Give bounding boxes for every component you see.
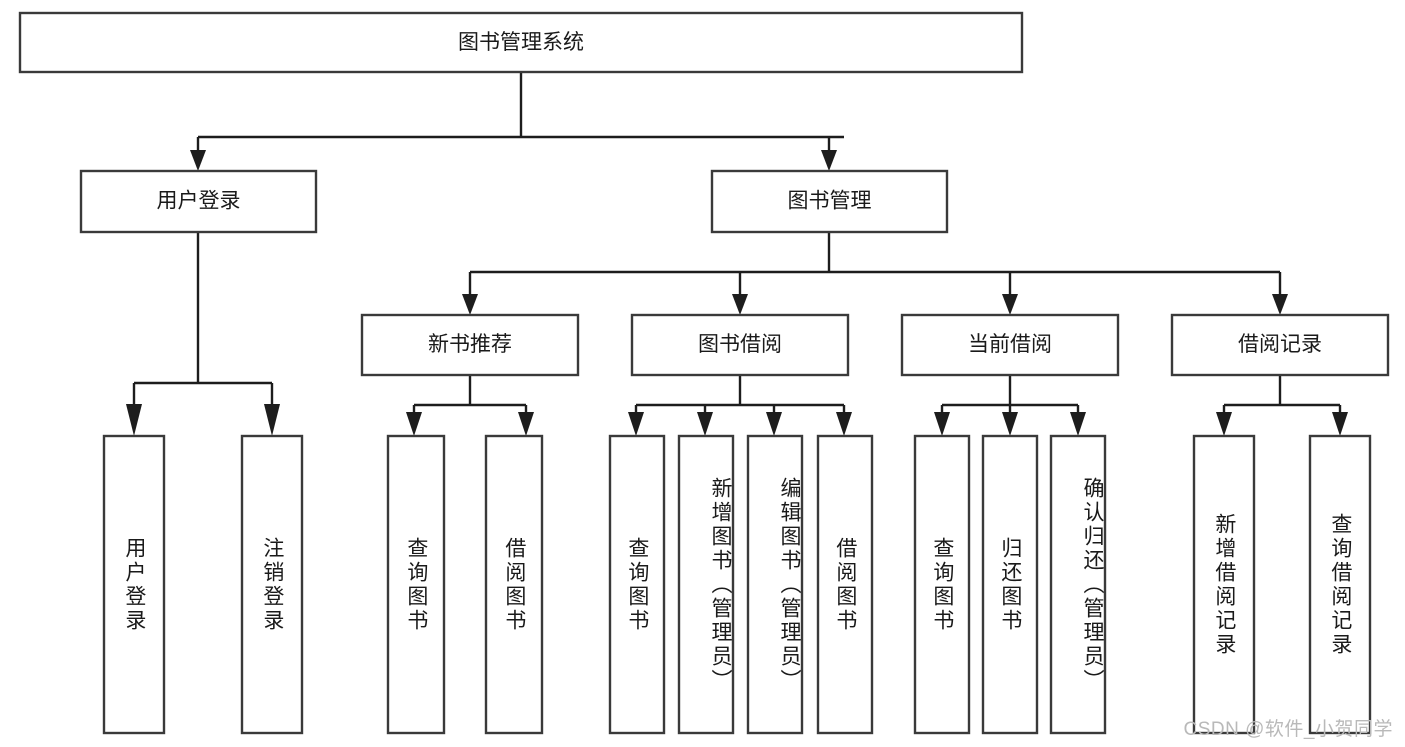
leaf-label-borrow-book-b: 借阅图书 [833, 536, 857, 633]
connector-group-user-login [126, 232, 280, 436]
node-new-book-recommend-box[interactable] [360, 313, 580, 377]
arrow-head-to-leaf-edit-book [766, 412, 782, 436]
arrow-head-to-leaf-query-book-a [406, 412, 422, 436]
node-current-borrow-box[interactable] [900, 313, 1120, 377]
node-book-management[interactable]: 图书管理 [710, 169, 949, 234]
node-user-login[interactable]: 用户登录 [79, 169, 318, 234]
node-borrow-record[interactable]: 借阅记录 [1170, 313, 1390, 377]
leaf-label-query-book-a: 查询图书 [404, 536, 428, 633]
leaf-label-user-login: 用户登录 [122, 536, 146, 633]
node-root-system-label: 图书管理系统 [458, 31, 584, 54]
leaf-box-edit-book[interactable] [746, 434, 804, 735]
connector-group-borrow-record [1216, 375, 1348, 436]
node-user-login-box[interactable] [79, 169, 318, 234]
leaf-label-query-record: 查询借阅记录 [1328, 512, 1352, 657]
arrow-head-to-current-borrow [1002, 294, 1018, 315]
arrow-head-to-borrow-record [1272, 294, 1288, 315]
leaf-box-query-book-b[interactable] [608, 434, 666, 735]
arrow-head-to-leaf-confirm-return [1070, 412, 1086, 436]
leaf-label-borrow-book-a: 借阅图书 [502, 536, 526, 633]
arrow-head-to-leaf-query-record [1332, 412, 1348, 436]
leaf-label-logout: 注销登录 [260, 536, 284, 633]
leaf-label-confirm-return: 确认归还（管理员） [1081, 476, 1104, 693]
connector-group-root [190, 72, 844, 171]
leaf-box-query-record[interactable] [1308, 434, 1372, 735]
leaf-label-query-book-b: 查询图书 [625, 536, 649, 633]
leaf-label-query-book-c: 查询图书 [930, 536, 954, 633]
arrow-head-to-user-login [190, 150, 206, 171]
node-root-system[interactable]: 图书管理系统 [18, 11, 1024, 74]
arrow-head-to-leaf-add-record [1216, 412, 1232, 436]
leaf-box-group [102, 434, 1372, 735]
leaf-box-user-login[interactable] [102, 434, 166, 735]
node-book-management-box[interactable] [710, 169, 949, 234]
leaf-box-add-record[interactable] [1192, 434, 1256, 735]
connector-group-book-management [462, 232, 1288, 315]
node-book-borrow-box[interactable] [630, 313, 850, 377]
node-borrow-record-box[interactable] [1170, 313, 1390, 377]
node-book-borrow[interactable]: 图书借阅 [630, 313, 850, 377]
leaf-box-confirm-return[interactable] [1049, 434, 1107, 735]
arrow-head-to-leaf-user-login [126, 404, 142, 436]
leaf-label-add-record: 新增借阅记录 [1212, 512, 1236, 657]
leaf-box-query-book-a[interactable] [386, 434, 446, 735]
node-user-login-label: 用户登录 [157, 190, 241, 213]
node-current-borrow-label: 当前借阅 [968, 333, 1052, 356]
node-current-borrow[interactable]: 当前借阅 [900, 313, 1120, 377]
leaf-box-logout[interactable] [240, 434, 304, 735]
arrow-head-to-leaf-query-book-b [628, 412, 644, 436]
leaf-label-add-book: 新增图书（管理员） [709, 476, 732, 693]
leaf-label-return-book: 归还图书 [998, 536, 1022, 633]
node-book-borrow-label: 图书借阅 [698, 333, 782, 356]
node-borrow-record-label: 借阅记录 [1238, 333, 1322, 356]
connector-group-book-borrow [628, 375, 852, 436]
arrow-head-to-leaf-borrow-book-a [518, 412, 534, 436]
arrow-head-to-book-borrow [732, 294, 748, 315]
arrow-head-to-leaf-borrow-book-b [836, 412, 852, 436]
leaf-box-add-book[interactable] [677, 434, 735, 735]
arrow-head-to-book-management [821, 150, 837, 171]
arrow-head-to-new-book-recommend [462, 294, 478, 315]
node-new-book-recommend-label: 新书推荐 [428, 333, 512, 356]
leaf-label-edit-book: 编辑图书（管理员） [778, 476, 801, 693]
node-new-book-recommend[interactable]: 新书推荐 [360, 313, 580, 377]
connector-group-current-borrow [934, 375, 1086, 436]
arrow-head-to-leaf-add-book [697, 412, 713, 436]
connector-group-new-book [406, 375, 534, 436]
leaf-box-return-book[interactable] [981, 434, 1039, 735]
node-root-system-box[interactable] [18, 11, 1024, 74]
leaf-box-query-book-c[interactable] [913, 434, 971, 735]
leaf-box-borrow-book-b[interactable] [816, 434, 874, 735]
arrow-head-to-leaf-return-book [1002, 412, 1018, 436]
arrow-head-to-leaf-logout [264, 404, 280, 436]
node-book-management-label: 图书管理 [788, 190, 872, 213]
arrow-head-to-leaf-query-book-c [934, 412, 950, 436]
leaf-box-borrow-book-a[interactable] [484, 434, 544, 735]
